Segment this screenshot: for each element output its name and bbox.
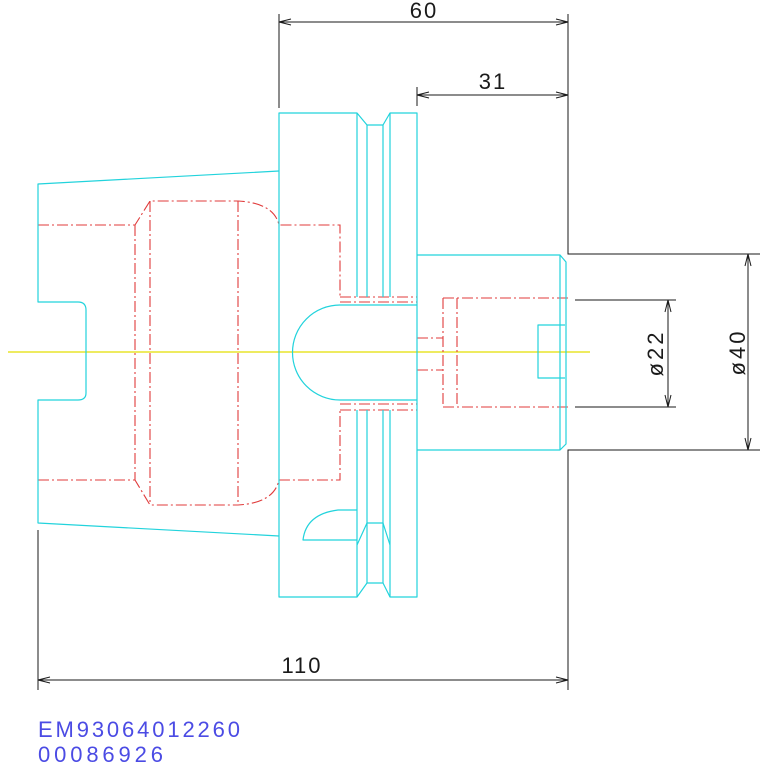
hidden-cavity-bottom bbox=[38, 410, 341, 506]
extension-line-end-upper bbox=[567, 14, 760, 255]
arrowhead-top bbox=[744, 253, 752, 267]
key-slot-outline bbox=[302, 509, 357, 541]
dimension-text: 31 bbox=[479, 69, 507, 94]
dimension-shank-length: 31 bbox=[416, 69, 569, 99]
center-hole-outline bbox=[537, 324, 565, 379]
arrowhead-right bbox=[555, 91, 569, 99]
arrowhead-left bbox=[37, 676, 51, 684]
dimensions: 60 31 110 ø22 ø40 bbox=[37, 0, 760, 690]
hidden-cavity-top bbox=[38, 200, 341, 297]
arrowhead-left bbox=[278, 18, 292, 26]
drive-slot-outline bbox=[356, 522, 391, 546]
dimension-shank-diameter: ø40 bbox=[725, 253, 752, 451]
title-block: EM93064012260 00086926 bbox=[38, 717, 240, 767]
taper-shank-outline bbox=[37, 170, 280, 537]
arrowhead-right bbox=[555, 676, 569, 684]
arrowhead-left bbox=[416, 91, 430, 99]
cylindrical-shank-outline bbox=[417, 254, 567, 451]
hidden-lines bbox=[38, 200, 568, 506]
dimension-text: 110 bbox=[281, 653, 322, 678]
arrowhead-bottom bbox=[664, 394, 672, 408]
arrowhead-right bbox=[555, 18, 569, 26]
part-outline bbox=[37, 112, 567, 598]
number-text: 00086926 bbox=[38, 742, 163, 767]
dimension-text: 60 bbox=[410, 0, 438, 23]
dimension-flange-to-end: 60 bbox=[278, 0, 569, 26]
extension-line-end-lower bbox=[567, 449, 760, 690]
dimension-text: ø40 bbox=[725, 329, 750, 376]
dimension-overall-length: 110 bbox=[37, 653, 569, 684]
part-code-text: EM93064012260 bbox=[38, 717, 240, 742]
dimension-inner-diameter: ø22 bbox=[643, 299, 672, 408]
dimension-text: ø22 bbox=[643, 330, 668, 377]
arrowhead-top bbox=[664, 299, 672, 313]
bore-semicircle bbox=[291, 304, 341, 401]
arrowhead-bottom bbox=[744, 437, 752, 451]
flange-outline bbox=[278, 112, 418, 598]
